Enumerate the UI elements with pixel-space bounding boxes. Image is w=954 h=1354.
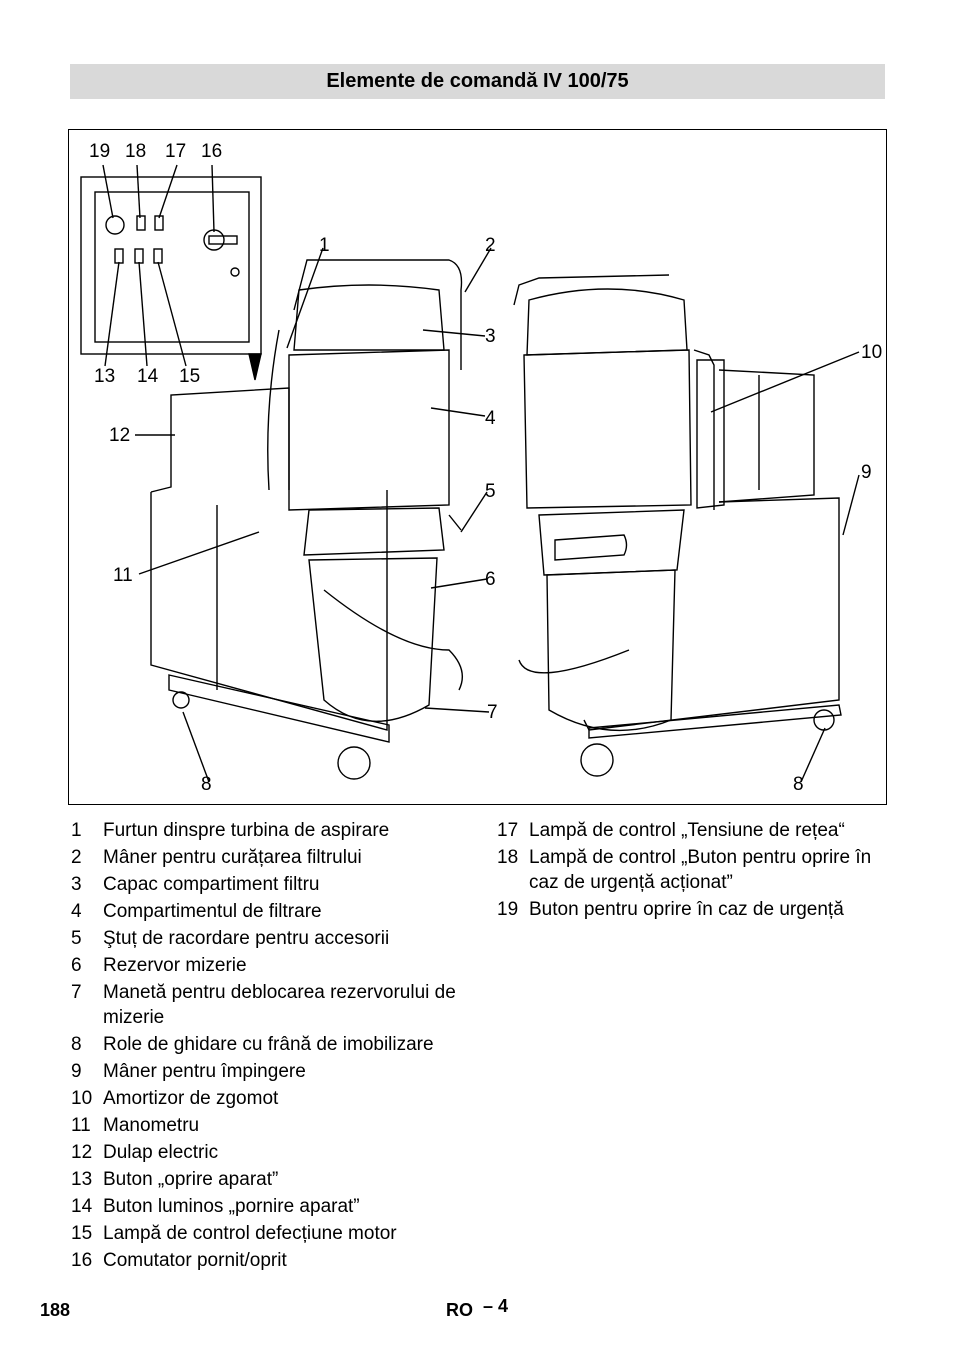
legend-text: Buton „oprire aparat” bbox=[103, 1169, 279, 1190]
legend-item: 9 Mâner pentru împingere bbox=[71, 1059, 471, 1084]
control-panel-inset bbox=[80, 164, 262, 381]
legend-text: Rezervor mizerie bbox=[103, 955, 247, 976]
callout-5: 5 bbox=[485, 481, 496, 502]
legend-item: 10 Amortizor de zgomot bbox=[71, 1086, 471, 1111]
callout-11: 11 bbox=[113, 565, 133, 586]
callout-9: 9 bbox=[861, 462, 872, 483]
legend-item: 12 Dulap electric bbox=[71, 1140, 471, 1165]
machine-illustration: 19 18 17 16 1 2 3 4 5 6 7 8 8 9 10 11 12… bbox=[68, 129, 887, 805]
legend-number: 4 bbox=[71, 901, 82, 922]
legend-number: 17 bbox=[497, 820, 519, 841]
callout-15: 15 bbox=[179, 366, 201, 387]
callout-12: 12 bbox=[109, 425, 131, 446]
callout-1: 1 bbox=[319, 235, 330, 256]
right-machine bbox=[513, 274, 842, 777]
legend-item: 4 Compartimentul de filtrare bbox=[71, 899, 471, 924]
legend-number: 3 bbox=[71, 874, 82, 895]
legend-text: Lampă de control defecțiune motor bbox=[103, 1223, 397, 1244]
callout-14: 14 bbox=[137, 366, 159, 387]
legend-number: 15 bbox=[71, 1223, 93, 1244]
legend-item: 18 Lampă de control „Buton pentru oprire … bbox=[497, 845, 892, 895]
legend-text: Furtun dinspre turbina de aspirare bbox=[103, 820, 390, 841]
legend-text: Ştuț de racordare pentru accesorii bbox=[103, 928, 390, 949]
legend-item: 14 Buton luminos „pornire aparat” bbox=[71, 1194, 471, 1219]
callout-19: 19 bbox=[89, 141, 111, 162]
legend-number: 12 bbox=[71, 1142, 93, 1163]
callout-13: 13 bbox=[94, 366, 116, 387]
legend-text: Mâner pentru curățarea filtrului bbox=[103, 847, 362, 868]
legend-item: 17 Lampă de control „Tensiune de rețea“ bbox=[497, 818, 892, 843]
callout-18: 18 bbox=[125, 141, 147, 162]
legend-text: Buton pentru oprire în caz de urgență bbox=[529, 899, 844, 920]
legend-number: 10 bbox=[71, 1088, 93, 1109]
legend-item: 15 Lampă de control defecțiune motor bbox=[71, 1221, 471, 1246]
callout-2: 2 bbox=[485, 235, 496, 256]
section-title: Elemente de comandă IV 100/75 bbox=[70, 64, 885, 99]
language-code: RO bbox=[446, 1300, 473, 1320]
legend-item: 2 Mâner pentru curățarea filtrului bbox=[71, 845, 471, 870]
legend-number: 6 bbox=[71, 955, 82, 976]
section-number: – 4 bbox=[483, 1296, 509, 1316]
legend-number: 14 bbox=[71, 1196, 93, 1217]
page-number: 188 bbox=[40, 1300, 71, 1320]
legend-item: 1 Furtun dinspre turbina de aspirare bbox=[71, 818, 471, 843]
callout-16: 16 bbox=[201, 141, 223, 162]
legend-number: 1 bbox=[71, 820, 82, 841]
legend-number: 19 bbox=[497, 899, 519, 920]
legend-number: 18 bbox=[497, 847, 519, 868]
leader-lines bbox=[135, 247, 860, 783]
legend-text: Buton luminos „pornire aparat” bbox=[103, 1196, 360, 1217]
callout-6: 6 bbox=[485, 569, 496, 590]
legend-number: 9 bbox=[71, 1061, 82, 1082]
legend-text: Lampă de control „Buton pentru oprire în… bbox=[529, 847, 872, 893]
legend-text: Comutator pornit/oprit bbox=[103, 1250, 287, 1271]
legend-right: 17 Lampă de control „Tensiune de rețea“ 1… bbox=[497, 818, 892, 924]
legend-number: 2 bbox=[71, 847, 82, 868]
legend-number: 5 bbox=[71, 928, 82, 949]
legend-text: Lampă de control „Tensiune de rețea“ bbox=[529, 820, 845, 841]
legend-item: 16 Comutator pornit/oprit bbox=[71, 1248, 471, 1273]
legend-item: 6 Rezervor mizerie bbox=[71, 953, 471, 978]
legend-text: Capac compartiment filtru bbox=[103, 874, 320, 895]
callout-3: 3 bbox=[485, 326, 496, 347]
legend-item: 8 Role de ghidare cu frână de imobilizare bbox=[71, 1032, 471, 1057]
legend-number: 16 bbox=[71, 1250, 93, 1271]
legend-text: Amortizor de zgomot bbox=[103, 1088, 279, 1109]
legend-item: 11 Manometru bbox=[71, 1113, 471, 1138]
legend-text: Mâner pentru împingere bbox=[103, 1061, 306, 1082]
legend-item: 13 Buton „oprire aparat” bbox=[71, 1167, 471, 1192]
legend-text: Role de ghidare cu frână de imobilizare bbox=[103, 1034, 434, 1055]
legend-text: Manometru bbox=[103, 1115, 200, 1136]
callout-8-left: 8 bbox=[201, 774, 212, 795]
legend-number: 13 bbox=[71, 1169, 93, 1190]
callout-8-right: 8 bbox=[793, 774, 804, 795]
legend-text: Dulap electric bbox=[103, 1142, 219, 1163]
callout-7: 7 bbox=[487, 702, 498, 723]
callout-17: 17 bbox=[165, 141, 187, 162]
legend-item: 7 Manetă pentru deblocarea rezervorului d… bbox=[71, 980, 471, 1030]
legend-number: 11 bbox=[71, 1115, 91, 1136]
legend-text: Compartimentul de filtrare bbox=[103, 901, 322, 922]
left-machine bbox=[150, 259, 463, 780]
legend-item: 19 Buton pentru oprire în caz de urgență bbox=[497, 897, 892, 922]
legend-item: 5 Ştuț de racordare pentru accesorii bbox=[71, 926, 471, 951]
callout-4: 4 bbox=[485, 408, 496, 429]
legend-number: 8 bbox=[71, 1034, 82, 1055]
legend-number: 7 bbox=[71, 982, 82, 1003]
legend-item: 3 Capac compartiment filtru bbox=[71, 872, 471, 897]
legend-text: Manetă pentru deblocarea rezervorului de… bbox=[103, 982, 456, 1028]
callout-10: 10 bbox=[861, 342, 883, 363]
machine-drawing bbox=[80, 164, 860, 783]
